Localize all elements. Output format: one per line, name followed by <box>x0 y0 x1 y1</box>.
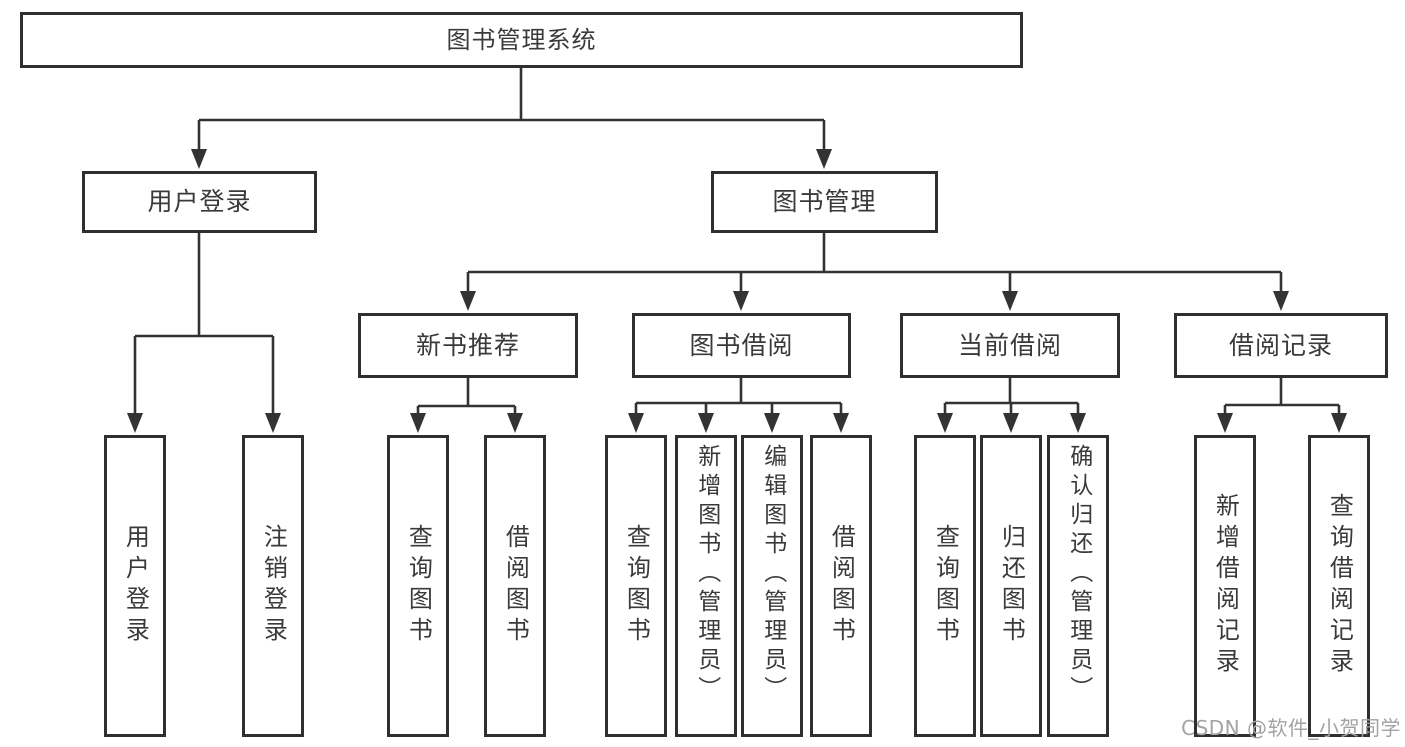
node-current-borrowing: 当前借阅 <box>900 313 1120 378</box>
edge-newbook-to-leaves <box>416 378 517 420</box>
node-leaf-borrow-book-b: 借阅图书 <box>810 435 872 737</box>
node-leaf-add-borrow-record: 新增借阅记录 <box>1194 435 1256 737</box>
node-leaf-confirm-return-admin: 确认归还（管理员） <box>1047 435 1109 737</box>
edge-bookmgmt-to-level2 <box>466 233 1283 298</box>
node-leaf-logout: 注销登录 <box>242 435 304 737</box>
node-leaf-add-book-admin: 新增图书（管理员） <box>675 435 737 737</box>
node-new-book-recommend: 新书推荐 <box>358 313 578 378</box>
node-leaf-return-book: 归还图书 <box>980 435 1042 737</box>
node-leaf-query-book-b: 查询图书 <box>605 435 667 737</box>
arrowheads <box>127 149 1347 433</box>
node-leaf-query-borrow-record: 查询借阅记录 <box>1308 435 1370 737</box>
node-borrowing-records: 借阅记录 <box>1174 313 1388 378</box>
edge-records-to-leaves <box>1223 378 1341 420</box>
node-book-borrowing: 图书借阅 <box>632 313 851 378</box>
node-leaf-borrow-book-a: 借阅图书 <box>484 435 546 737</box>
edge-root-to-level1 <box>197 68 826 156</box>
node-root: 图书管理系统 <box>20 12 1023 68</box>
node-leaf-query-book-a: 查询图书 <box>387 435 449 737</box>
node-book-management: 图书管理 <box>711 171 938 233</box>
node-leaf-query-book-c: 查询图书 <box>914 435 976 737</box>
node-leaf-edit-book-admin: 编辑图书（管理员） <box>741 435 803 737</box>
watermark: CSDN @软件_小贺同学 <box>1181 716 1401 740</box>
edge-borrowing-to-leaves <box>634 378 843 420</box>
edge-userlogin-to-leaves <box>133 233 275 420</box>
node-leaf-user-login: 用户登录 <box>104 435 166 737</box>
node-user-login: 用户登录 <box>82 171 317 233</box>
edge-current-to-leaves <box>943 378 1080 420</box>
